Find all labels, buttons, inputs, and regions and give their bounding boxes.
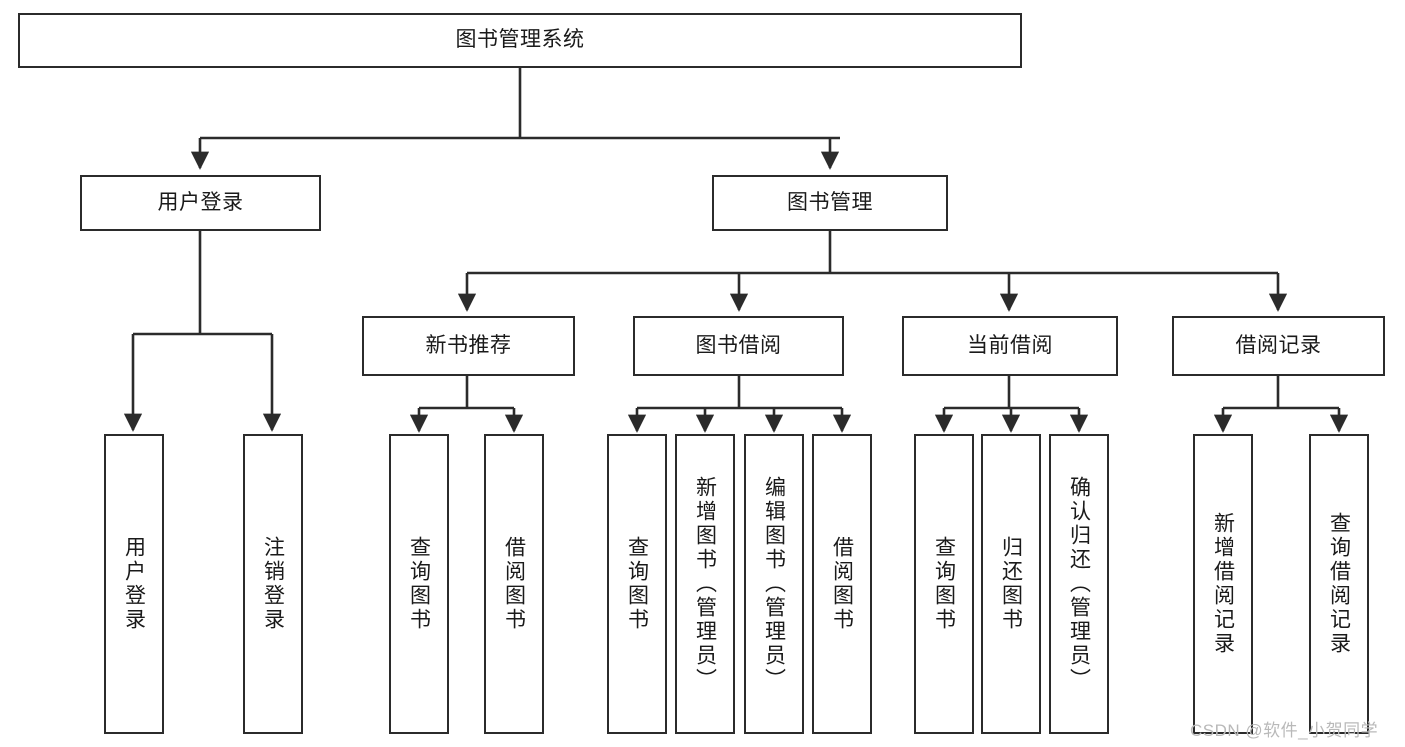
node-user-login[interactable]: 用户登录 (80, 175, 321, 231)
leaf-current-borrow-return[interactable]: 归还图书 (981, 434, 1041, 734)
node-label: 用户登录 (122, 536, 146, 632)
leaf-user-login-login[interactable]: 用户登录 (104, 434, 164, 734)
node-label: 新书推荐 (425, 333, 512, 357)
node-current-borrow[interactable]: 当前借阅 (902, 316, 1118, 376)
watermark: CSDN @软件_小贺同学 (1190, 721, 1379, 740)
leaf-new-book-query[interactable]: 查询图书 (389, 434, 449, 734)
node-new-book-recommend[interactable]: 新书推荐 (362, 316, 575, 376)
node-label: 确认归还（管理员） (1067, 476, 1091, 692)
node-label: 编辑图书（管理员） (762, 476, 786, 692)
node-label: 图书管理 (787, 190, 873, 214)
node-label: 图书管理系统 (455, 28, 585, 52)
node-book-borrow[interactable]: 图书借阅 (633, 316, 844, 376)
node-label: 注销登录 (261, 536, 285, 632)
leaf-current-borrow-query[interactable]: 查询图书 (914, 434, 974, 734)
node-label: 查询图书 (407, 536, 431, 632)
node-label: 借阅记录 (1235, 333, 1322, 357)
node-label: 查询图书 (932, 536, 956, 632)
leaf-borrow-record-query[interactable]: 查询借阅记录 (1309, 434, 1369, 734)
node-root-book-management-system[interactable]: 图书管理系统 (18, 13, 1022, 68)
leaf-borrow-record-add[interactable]: 新增借阅记录 (1193, 434, 1253, 734)
leaf-book-borrow-edit[interactable]: 编辑图书（管理员） (744, 434, 804, 734)
node-label: 借阅图书 (830, 536, 854, 632)
node-label: 新增图书（管理员） (693, 476, 717, 692)
node-label: 查询借阅记录 (1327, 512, 1351, 656)
node-label: 用户登录 (157, 190, 244, 214)
leaf-book-borrow-add[interactable]: 新增图书（管理员） (675, 434, 735, 734)
leaf-book-borrow-borrow[interactable]: 借阅图书 (812, 434, 872, 734)
leaf-user-login-logout[interactable]: 注销登录 (243, 434, 303, 734)
leaf-new-book-borrow[interactable]: 借阅图书 (484, 434, 544, 734)
node-borrow-record[interactable]: 借阅记录 (1172, 316, 1385, 376)
node-label: 图书借阅 (695, 333, 782, 357)
node-label: 归还图书 (999, 536, 1023, 632)
node-book-management[interactable]: 图书管理 (712, 175, 948, 231)
leaf-current-borrow-confirm-return[interactable]: 确认归还（管理员） (1049, 434, 1109, 734)
node-label: 查询图书 (625, 536, 649, 632)
leaf-book-borrow-query[interactable]: 查询图书 (607, 434, 667, 734)
node-label: 借阅图书 (502, 536, 526, 632)
node-label: 当前借阅 (967, 333, 1053, 357)
node-label: 新增借阅记录 (1211, 512, 1235, 656)
